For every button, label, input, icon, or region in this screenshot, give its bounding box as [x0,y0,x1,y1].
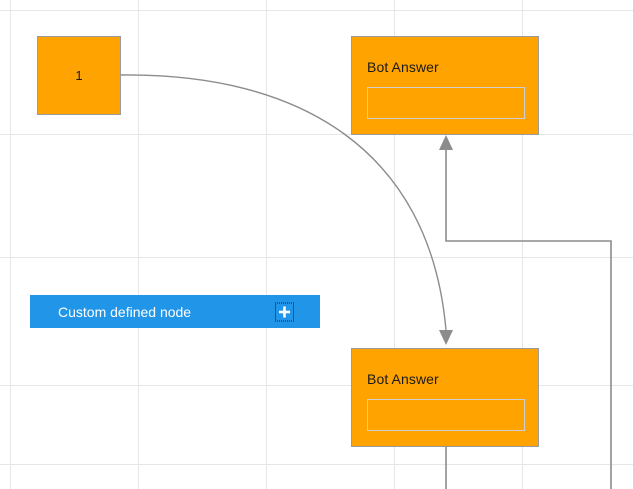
bot-answer-title: Bot Answer [367,59,439,75]
bot-answer-message-slot[interactable] [367,87,525,119]
bot-answer-node-bottom[interactable]: Bot Answer [351,348,539,447]
start-node-label: 1 [75,68,83,83]
gridline-vertical [266,0,267,489]
gridline-vertical [138,0,139,489]
gridline-horizontal [0,464,633,465]
gridline-vertical [10,0,11,489]
custom-defined-node-palette-item[interactable]: Custom defined node [30,295,320,328]
gridline-horizontal [0,257,633,258]
custom-defined-node-label: Custom defined node [58,303,192,320]
bot-answer-message-slot[interactable] [367,399,525,431]
gridline-horizontal [0,385,633,386]
bot-answer-node-top[interactable]: Bot Answer [351,36,539,135]
bot-answer-title: Bot Answer [367,371,439,387]
gridline-horizontal [0,10,633,11]
start-node[interactable]: 1 [37,36,121,115]
plus-icon[interactable] [275,302,294,321]
